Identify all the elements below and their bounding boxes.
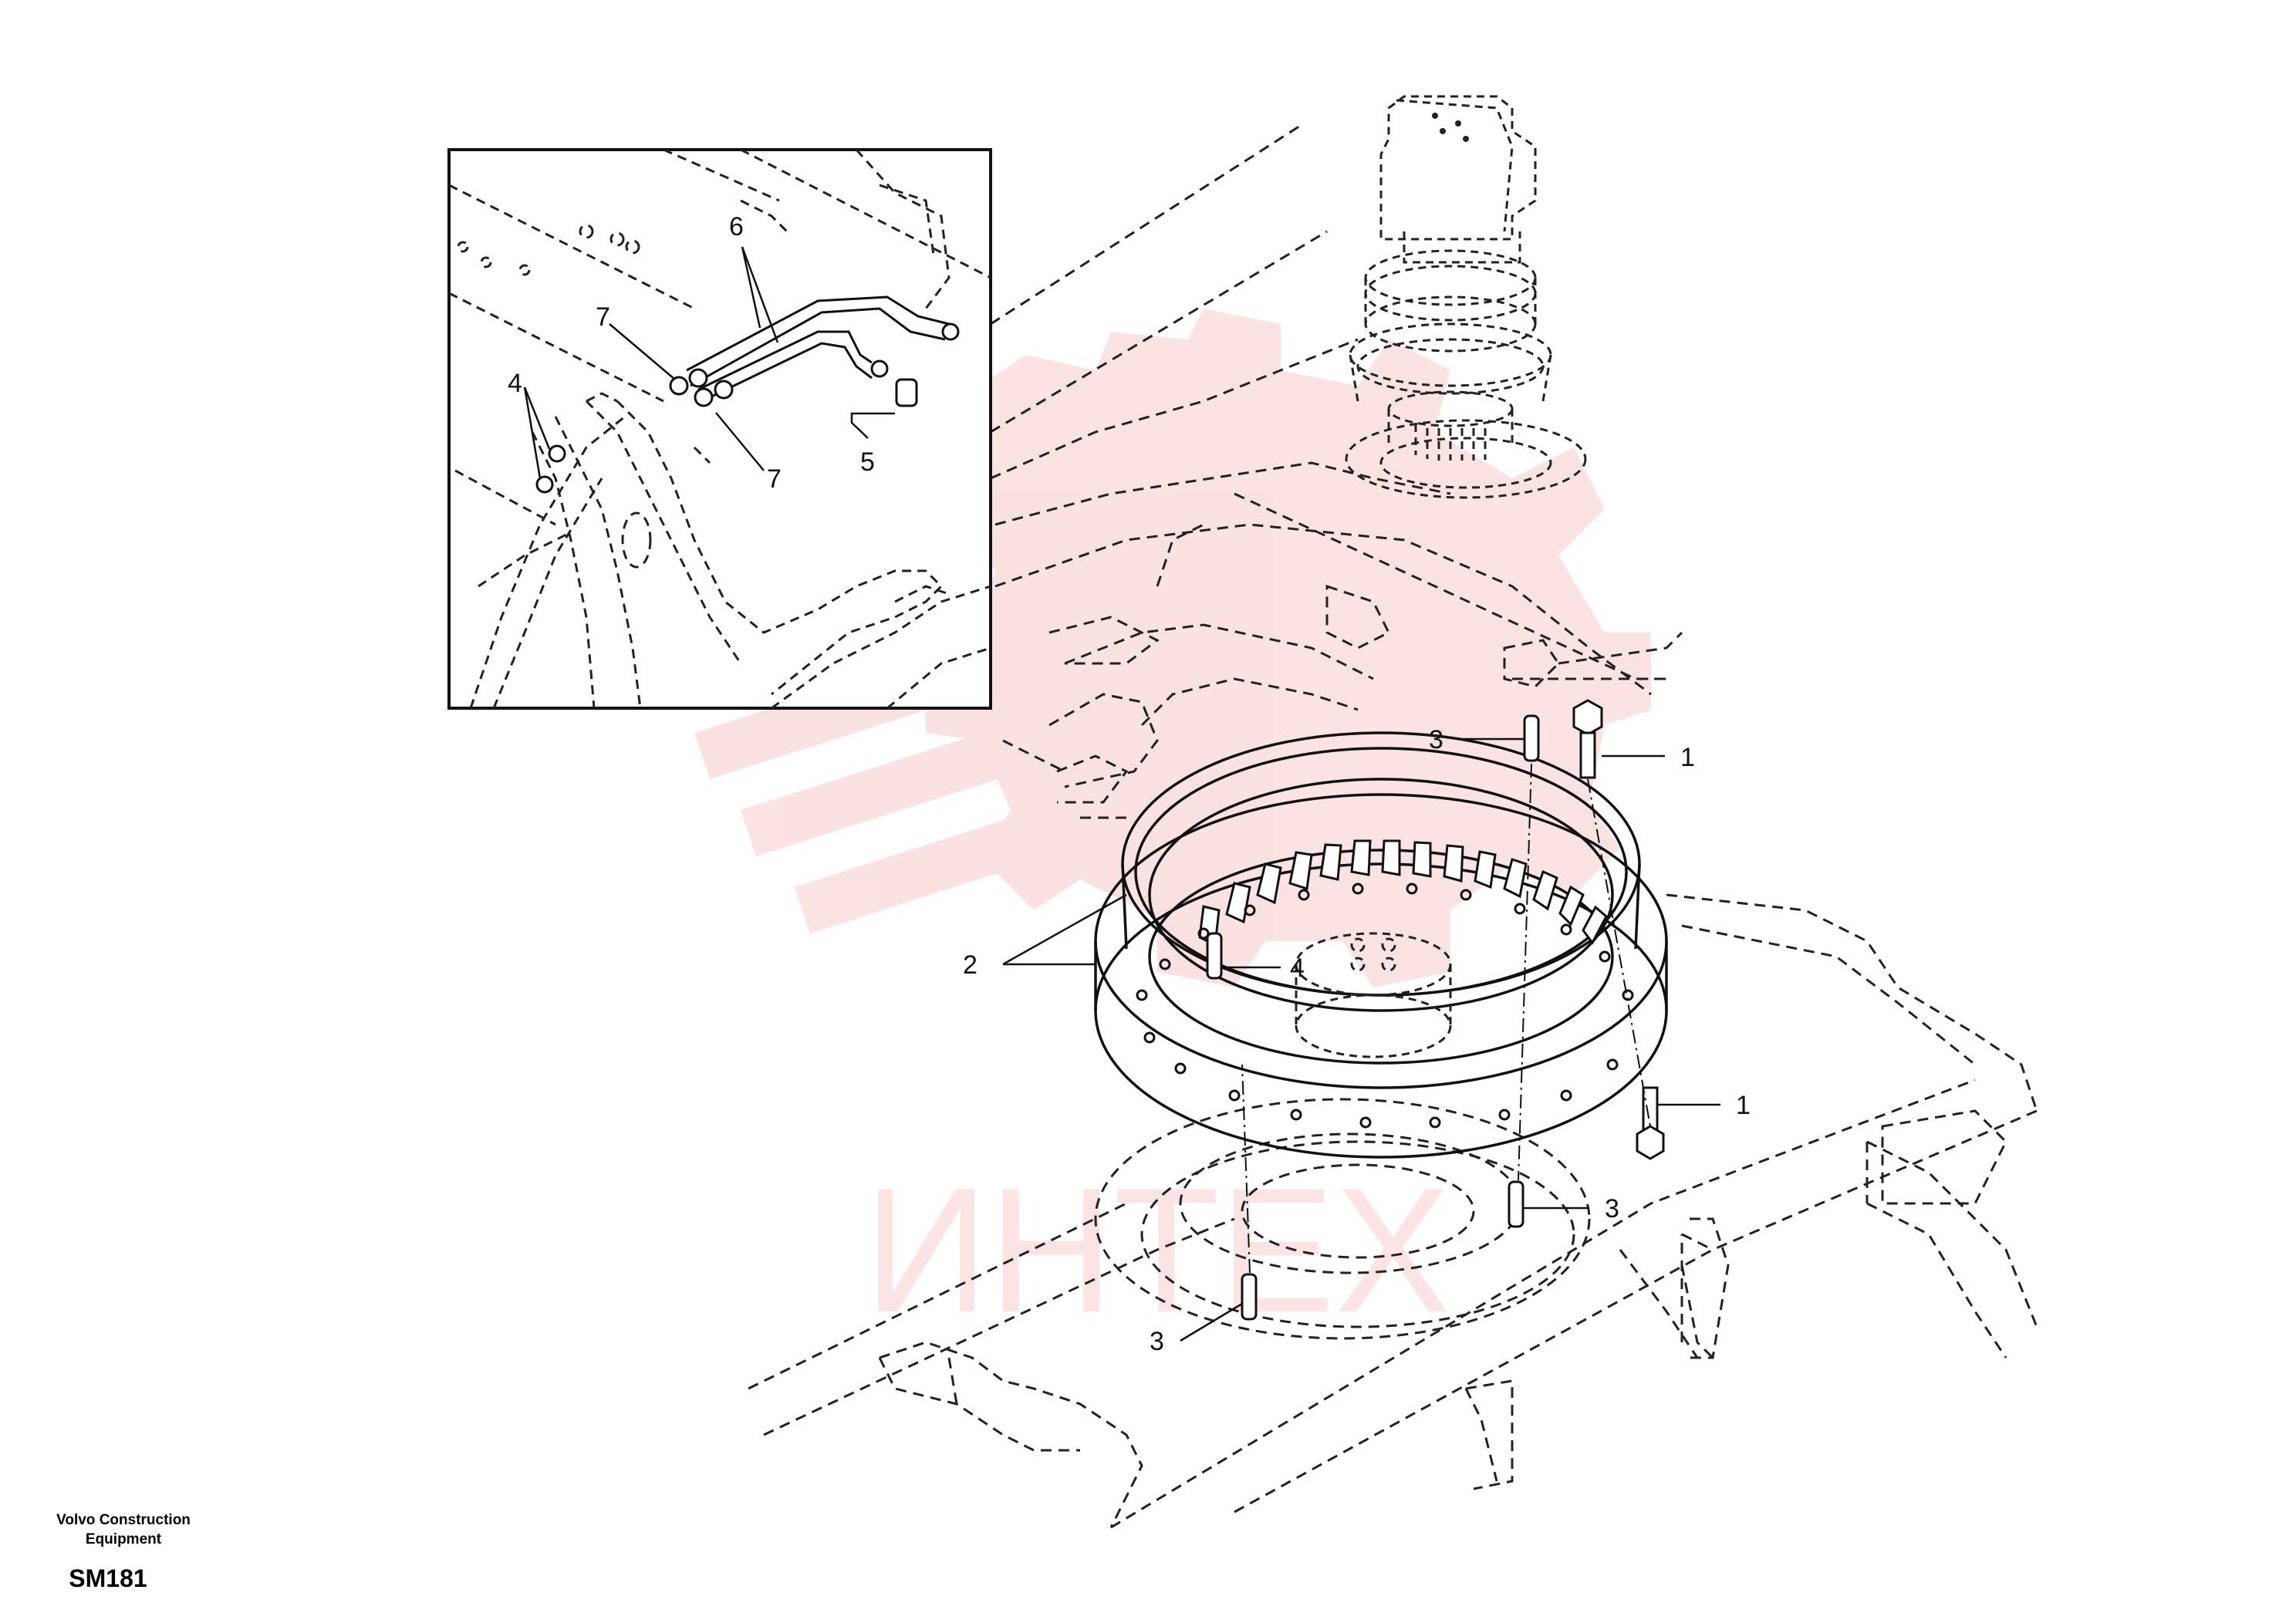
alignment-lines: [1241, 763, 1651, 1274]
swing-motor-outline: [1345, 95, 1587, 499]
detail-inset-frame: [447, 148, 992, 710]
ring-bolt-holes: [1136, 883, 1634, 1129]
leader-lines-main: [1002, 737, 1720, 1342]
inset-callout-7-upper: 7: [596, 302, 610, 332]
pinion-hub-outline: [1295, 932, 1452, 1058]
pin-3-upper: [1523, 714, 1540, 762]
ring-gear-teeth: [1198, 839, 1608, 947]
callout-1-upper: 1: [1680, 743, 1695, 772]
inset-callout-6: 6: [729, 212, 744, 241]
motor-bolt-holes: [1432, 113, 1469, 142]
pin-3-lower: [1241, 1273, 1258, 1321]
brand-line-1: Volvo Construction: [56, 1512, 191, 1528]
detail-inset: 6 7 7 4 5: [449, 150, 991, 708]
callout-3-mid: 3: [1605, 1194, 1619, 1223]
callout-2: 2: [963, 950, 977, 980]
callouts-main: 1 1 2 3 3 3 4: [963, 725, 1751, 1356]
upper-frame-outline: [990, 122, 1683, 819]
bolt-1-upper: [1572, 699, 1603, 779]
inset-callout-4: 4: [508, 369, 522, 398]
brand-line-2: Equipment: [85, 1531, 162, 1547]
pin-3-mid: [1508, 1180, 1524, 1228]
lower-frame-outline: [748, 893, 2038, 1529]
bolt-1-lower: [1636, 1086, 1665, 1160]
callout-4: 4: [1290, 953, 1305, 983]
callout-1-lower: 1: [1736, 1091, 1751, 1120]
callout-3-upper: 3: [1429, 725, 1443, 754]
callout-3-lower: 3: [1150, 1327, 1164, 1356]
inset-callout-5: 5: [860, 447, 875, 477]
inset-callout-7-lower: 7: [767, 464, 782, 494]
pin-4: [1206, 932, 1223, 980]
diagram-code: SM181: [69, 1564, 147, 1592]
